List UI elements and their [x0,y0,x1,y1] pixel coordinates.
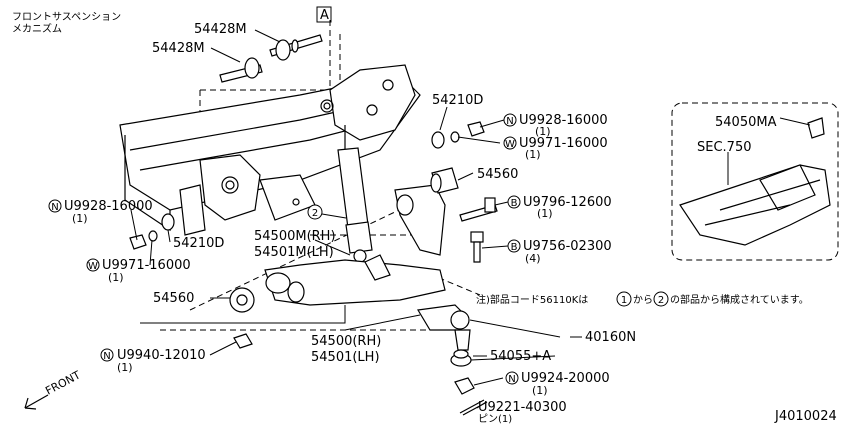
bushing-54560-top [430,167,459,194]
note-start: 注)部品コード56110Kは [476,293,588,306]
label-54210D-top: 54210D [432,93,483,108]
label-U9756-qty: (4) [525,252,541,265]
label-U9796: U9796-12600 [523,195,612,210]
svg-text:W: W [88,261,98,272]
svg-text:N: N [51,202,58,213]
label-54560-left: 54560 [153,291,194,306]
front-arrow [24,394,49,410]
dust-boot [450,349,472,367]
label-54050MA: 54050MA [715,115,777,130]
footer-code: J4010024 [774,409,837,424]
ball-joint [417,304,471,351]
bolt-54428M-left [219,57,263,83]
title-line-2: メカニズム [12,22,62,35]
lower-arm [264,254,446,306]
part-labels: 54428M 54428M 54210D U9928-16000 (1) U99… [64,22,777,425]
label-U9928-left: U9928-16000 [64,199,153,214]
label-U9971-top-qty: (1) [525,148,541,161]
front-label: FRONT [43,368,83,397]
note: 注)部品コード56110Kは 1 から 2 の部品から構成されています。 [476,291,809,307]
leader-lines [130,29,561,409]
label-54500: 54500(RH) [311,334,381,349]
label-U9928-top: U9928-16000 [519,113,608,128]
svg-text:B: B [511,242,518,253]
note-circle-2: 2 [658,295,664,306]
label-U9924-qty: (1) [532,384,548,397]
frame-crossmember [119,64,421,236]
note-mid: から [633,294,653,306]
svg-text:N: N [506,116,513,127]
nut-U9924 [454,377,475,395]
label-dashes [473,336,582,357]
label-54428M-top: 54428M [194,22,247,37]
label-40160N: 40160N [585,330,636,345]
svg-text:W: W [505,139,515,150]
bolt-U9796 [459,197,498,222]
svg-text:N: N [508,374,515,385]
upper-arm [394,184,446,256]
svg-text:B: B [511,198,518,209]
bushing-54560-left [229,287,255,313]
washers-top [431,121,485,149]
label-54501: 54501(LH) [311,350,380,365]
label-SEC750: SEC.750 [697,140,752,155]
label-U9928-top-qty: (1) [535,125,551,138]
prefix-circles: N W B B N W N N 2 [48,113,521,385]
label-U9221: U9221-40300 [478,400,567,415]
nut-U9940 [233,333,253,349]
label-54500M: 54500M(RH) [254,229,336,244]
label-U9971-left-qty: (1) [108,271,124,284]
bolt-U9756 [470,231,484,263]
label-54560-top: 54560 [477,167,518,182]
label-U9971-top: U9971-16000 [519,136,608,151]
label-U9924: U9924-20000 [521,371,610,386]
label-U9971-left: U9971-16000 [102,258,191,273]
label-U9221-sub: ピン(1) [478,413,512,425]
ref-box-label: A [320,8,329,23]
washers-left [129,213,175,250]
label-U9928-left-qty: (1) [72,212,88,225]
label-54501M: 54501M(LH) [254,245,334,260]
label-U9796-qty: (1) [537,207,553,220]
label-54055A: 54055+A [490,349,551,364]
label-U9940: U9940-12010 [117,348,206,363]
title-line-1: フロントサスペンション [12,11,121,23]
svg-text:N: N [103,351,110,362]
callout-2: 2 [312,208,318,219]
note-end: の部品から構成されています。 [670,293,809,306]
shock-absorber [337,125,373,263]
label-54428M-left: 54428M [152,41,205,56]
label-U9756: U9756-02300 [523,239,612,254]
note-circle-1: 1 [621,295,627,306]
inset-box [671,102,839,261]
bolt-54428M-top [269,34,323,61]
label-U9940-qty: (1) [117,361,133,374]
ref-box-frame [316,6,332,23]
label-54210D-left: 54210D [173,236,224,251]
